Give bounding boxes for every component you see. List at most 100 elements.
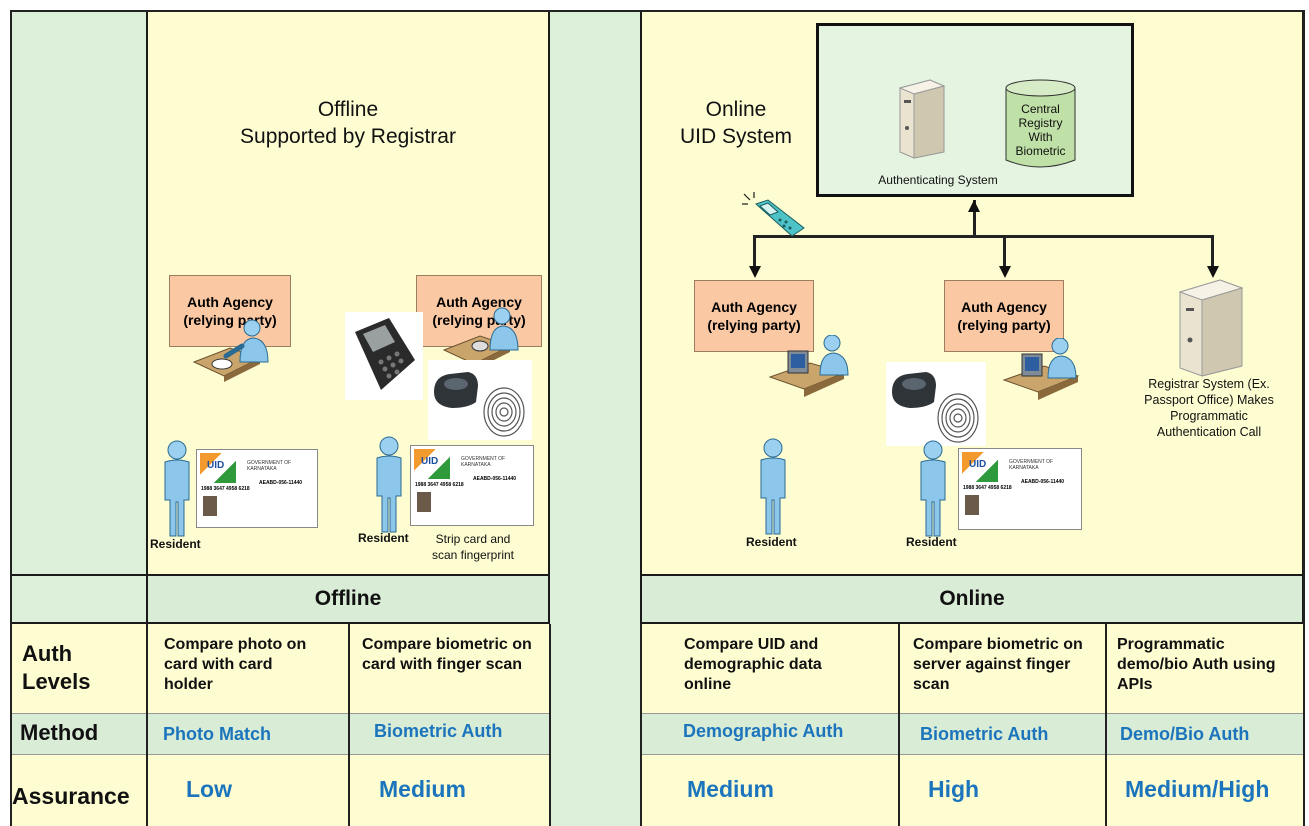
card-uid: UID (421, 456, 439, 467)
method-cell: Photo Match (163, 724, 271, 744)
auth-level-cell: Compare biometric on server against fing… (913, 636, 1083, 693)
auth-level-cell: Compare biometric on card with finger sc… (362, 636, 532, 673)
connector-line (1211, 235, 1214, 269)
assurance-cell: Medium (687, 776, 774, 802)
card-govt: GOVERNMENT OF KARNATAKA (461, 456, 506, 468)
grid-line (348, 624, 350, 826)
grid-line (898, 624, 900, 826)
computer-desk-icon (768, 335, 849, 397)
offline-header-label: Offline (314, 587, 382, 610)
resident-icon (760, 438, 786, 535)
offline-title-line2: Supported by Registrar (240, 125, 456, 148)
method-row-right (640, 714, 1304, 754)
grid-line (1105, 624, 1107, 826)
fingerprint-scanner-icon (886, 362, 986, 446)
grid-line (640, 624, 642, 826)
agency-label: Auth Agency (relying party) (707, 299, 801, 333)
auth-level-cell: Programmatic demo/bio Auth using APIs (1117, 636, 1276, 693)
grid-line (640, 713, 1304, 714)
assurance-cell: Medium/High (1125, 776, 1270, 802)
auth-levels-row-left (10, 624, 550, 714)
online-title-line2: UID System (679, 125, 792, 148)
row-label-auth-levels: Auth Levels (22, 641, 91, 694)
connector-line (753, 235, 756, 269)
grid-line (10, 754, 550, 755)
card-number: 1988 3647 4958 6218 (201, 486, 250, 492)
strip-card-note: Strip card and scan fingerprint (431, 532, 515, 562)
auth-levels-row-right (640, 624, 1304, 714)
grid-line (10, 713, 550, 714)
mobile-phone-icon (742, 192, 805, 237)
grid-line (10, 10, 12, 826)
card-uid: UID (969, 459, 987, 470)
card-code: AEABD-056-11440 (259, 480, 303, 486)
card-code: AEABD-056-11440 (1021, 479, 1065, 485)
authenticating-system-box (816, 23, 1134, 197)
method-cell: Biometric Auth (374, 721, 503, 741)
card-uid: UID (207, 460, 225, 471)
middle-strip (550, 10, 640, 826)
resident-label-offline-2: Resident (358, 531, 409, 545)
registrar-system-note: Registrar System (Ex. Passport Office) M… (1144, 377, 1274, 439)
method-cell: Biometric Auth (920, 724, 1049, 744)
card-number: 1988 3647 4958 6218 (415, 482, 464, 488)
central-registry-label: Central Registry With Biometric (1015, 102, 1066, 158)
uid-card-icon: UID GOVERNMENT OF KARNATAKA 1988 3647 49… (410, 445, 534, 526)
authenticating-system-label: Authenticating System (878, 173, 998, 187)
connector-line (1003, 235, 1006, 269)
online-auth-agency-1: Auth Agency (relying party) (694, 280, 814, 352)
left-strip (10, 10, 146, 576)
central-registry-db: Central Registry With Biometric (1004, 78, 1077, 172)
online-panel-title: Online UID System (676, 96, 796, 150)
card-govt: GOVERNMENT OF KARNATAKA (1009, 459, 1054, 471)
method-cell: Demographic Auth (683, 721, 844, 741)
offline-mode-header: Offline (146, 574, 550, 624)
auth-level-cell: Compare UID and demographic data online (684, 636, 822, 693)
online-auth-agency-2: Auth Agency (relying party) (944, 280, 1064, 352)
assurance-cell: Medium (379, 776, 466, 802)
agency-label: Auth Agency (relying party) (957, 299, 1051, 333)
resident-icon (376, 436, 402, 533)
assurance-row-right (640, 754, 1304, 826)
fingerprint-scanner-icon (428, 360, 532, 440)
grid-line (549, 624, 551, 826)
offline-panel-title: Offline Supported by Registrar (146, 96, 550, 150)
resident-label-offline-1: Resident (150, 537, 201, 551)
resident-icon (164, 440, 190, 537)
grid-line (146, 624, 148, 826)
resident-label-online-2: Resident (906, 535, 957, 549)
resident-icon (920, 440, 946, 537)
row-label-assurance: Assurance (12, 783, 130, 809)
mode-header-left-cell (10, 574, 148, 624)
computer-desk-icon (1002, 338, 1080, 400)
method-cell: Demo/Bio Auth (1120, 724, 1250, 744)
assurance-cell: High (928, 776, 980, 802)
card-reader-icon (345, 312, 423, 400)
person-desk-icon (442, 307, 519, 370)
online-title-line1: Online (705, 98, 767, 121)
method-row-left (10, 714, 550, 754)
resident-label-online-1: Resident (746, 535, 797, 549)
database-icon (1005, 79, 1076, 168)
person-desk-icon (192, 319, 269, 382)
grid-line (640, 754, 1304, 755)
assurance-cell: Low (186, 776, 232, 802)
online-header-label: Online (939, 587, 1005, 610)
assurance-row-left (10, 754, 550, 826)
connector-line (973, 200, 976, 236)
card-govt: GOVERNMENT OF KARNATAKA (247, 460, 292, 472)
grid-line (10, 10, 1304, 12)
connector-line (753, 235, 1214, 238)
uid-card-icon: UID GOVERNMENT OF KARNATAKA 1988 3647 49… (958, 448, 1082, 530)
offline-title-line1: Offline (317, 98, 379, 121)
uid-card-icon: UID GOVERNMENT OF KARNATAKA 1988 3647 49… (196, 449, 318, 528)
card-number: 1988 3647 4958 6218 (963, 485, 1012, 491)
card-code: AEABD-056-11440 (473, 476, 517, 482)
auth-level-cell: Compare photo on card with card holder (164, 636, 307, 693)
arrowheads (749, 200, 1219, 278)
grid-line (1303, 10, 1305, 826)
server-icon (898, 79, 946, 159)
server-icon (1178, 279, 1244, 377)
row-label-method: Method (20, 720, 99, 745)
online-mode-header: Online (640, 574, 1304, 624)
